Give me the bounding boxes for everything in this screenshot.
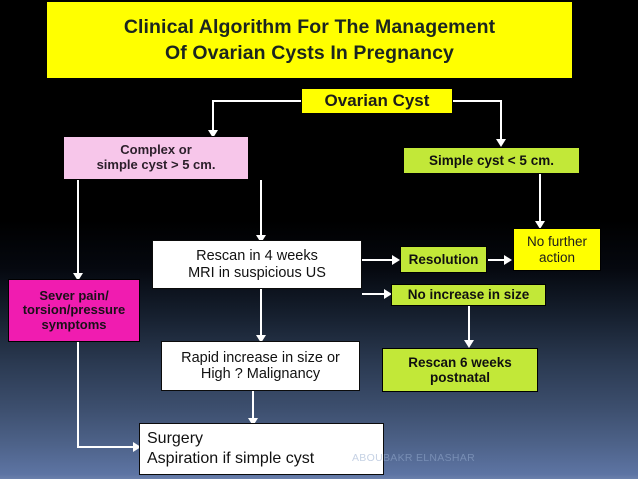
arrow-severe-pain-to-surgery <box>133 442 141 452</box>
arrow-rescan-to-rapid-increase <box>256 335 266 343</box>
page-title-line-2: Of Ovarian Cysts In Pregnancy <box>164 42 454 64</box>
connector-resolution-to-no-further-action <box>488 259 506 261</box>
node-simple-small-cyst[interactable]: Simple cyst < 5 cm. <box>403 147 580 174</box>
connector-no-increase-to-postnatal <box>468 305 470 343</box>
connector-simple-to-no-further-action <box>539 174 541 224</box>
arrow-simple-to-no-further-action <box>535 221 545 229</box>
page-title: Clinical Algorithm For The Management Of… <box>47 2 572 78</box>
node-ovarian-cyst[interactable]: Ovarian Cyst <box>301 88 453 114</box>
connector-rescan-to-no-increase <box>362 293 386 295</box>
arrow-cyst-to-complex <box>208 130 218 138</box>
connector-cyst-to-simple-vertical <box>500 100 502 142</box>
node-resolution[interactable]: Resolution <box>400 246 487 273</box>
page-title-line-1: Clinical Algorithm For The Management <box>123 15 496 38</box>
arrow-no-increase-to-postnatal <box>464 340 474 348</box>
connector-cyst-to-simple-horizontal <box>452 100 502 102</box>
connector-complex-to-severe-pain <box>77 180 79 276</box>
connector-rapid-increase-to-surgery <box>252 391 254 422</box>
node-no-increase-in-size[interactable]: No increase in size <box>391 284 546 306</box>
arrow-complex-to-severe-pain <box>73 273 83 281</box>
node-surgery-aspiration[interactable]: Surgery Aspiration if simple cyst <box>139 423 384 475</box>
arrow-rescan-to-no-increase <box>384 289 392 299</box>
arrow-rescan-to-resolution <box>392 255 400 265</box>
arrow-resolution-to-no-further-action <box>504 255 512 265</box>
connector-severe-pain-to-surgery-horizontal <box>77 446 135 448</box>
connector-cyst-to-complex-vertical <box>212 100 214 133</box>
arrow-rapid-increase-to-surgery <box>248 418 258 426</box>
connector-cyst-to-complex-horizontal <box>212 100 312 102</box>
connector-rescan-to-rapid-increase <box>260 288 262 338</box>
arrow-cyst-to-simple <box>496 139 506 147</box>
node-rescan-4-weeks[interactable]: Rescan in 4 weeks MRI in suspicious US <box>152 240 362 289</box>
node-rescan-6-weeks-postnatal[interactable]: Rescan 6 weeks postnatal <box>382 348 538 392</box>
arrow-complex-to-rescan <box>256 235 266 243</box>
node-complex-or-large-cyst[interactable]: Complex or simple cyst > 5 cm. <box>63 136 249 180</box>
node-rapid-increase-malignancy[interactable]: Rapid increase in size or High ? Maligna… <box>161 341 360 391</box>
node-severe-pain-symptoms[interactable]: Sever pain/ torsion/pressure symptoms <box>8 279 140 342</box>
connector-severe-pain-to-surgery-vertical <box>77 342 79 447</box>
connector-complex-to-rescan <box>260 180 262 238</box>
connector-rescan-to-resolution <box>362 259 394 261</box>
node-no-further-action[interactable]: No further action <box>513 228 601 271</box>
